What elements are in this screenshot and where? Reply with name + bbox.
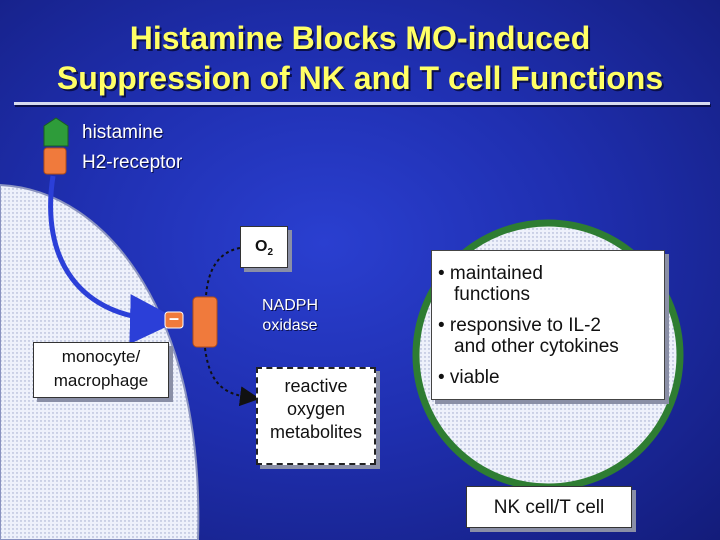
monocyte-label-line-2: macrophage (53, 371, 149, 390)
property-item: • viable (438, 367, 658, 388)
minus-label: – (168, 308, 179, 328)
minus-badge (164, 311, 184, 329)
property-line: • maintained (438, 263, 543, 284)
histamine-marker-icon (43, 117, 69, 147)
page-title: Histamine Blocks MO-induced Suppression … (0, 18, 720, 98)
property-line: and other cytokines (454, 336, 619, 357)
ros-label-line-3: metabolites (269, 422, 363, 442)
legend-h2-receptor-label: H2-receptor (82, 152, 183, 173)
property-line: • viable (438, 367, 500, 388)
o2-label: O (254, 238, 268, 255)
o2-box: O2 (240, 226, 288, 268)
nk-cell-label-box: NK cell/T cell (466, 486, 632, 528)
property-line: functions (454, 284, 531, 305)
nk-cell-properties-box: • maintained functions • responsive to I… (431, 250, 665, 400)
nadph-oxidase-icon (192, 296, 218, 348)
o2-subscript: 2 (267, 247, 273, 259)
oxidase-to-ros-arrow (204, 347, 260, 407)
monocyte-label-line-1: monocyte/ (61, 347, 141, 366)
nadph-label-line-1: NADPH (261, 297, 318, 314)
title-line-2: Suppression of NK and T cell Functions (56, 60, 664, 96)
ros-label-line-1: reactive (284, 376, 348, 396)
nadph-label-line-2: oxidase (262, 317, 318, 334)
title-line-1: Histamine Blocks MO-induced (129, 20, 591, 56)
title-divider (14, 102, 710, 105)
monocyte-label-box: monocyte/ macrophage (33, 342, 169, 398)
inhibition-arrow (48, 175, 180, 345)
property-line: • responsive to IL-2 (438, 315, 601, 336)
legend-histamine-label: histamine (82, 122, 164, 143)
ros-label-box: reactive oxygen metabolites (256, 367, 376, 465)
o2-to-oxidase-arrow (205, 247, 241, 297)
ros-label-line-2: oxygen (286, 399, 346, 419)
property-item: • maintained functions (438, 263, 658, 305)
h2-receptor-marker-icon (43, 147, 67, 175)
nadph-oxidase-label: NADPH oxidase (240, 296, 340, 336)
nk-cell-label: NK cell/T cell (493, 497, 605, 518)
property-item: • responsive to IL-2 and other cytokines (438, 315, 658, 357)
